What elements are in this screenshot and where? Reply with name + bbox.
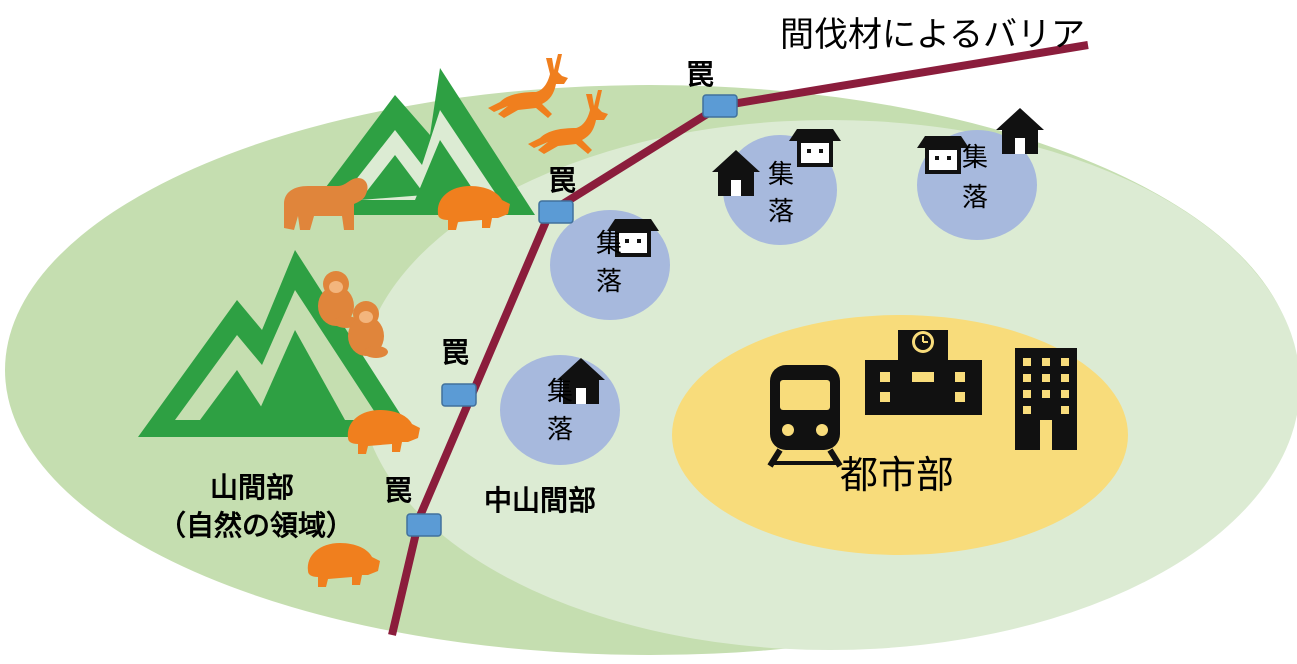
settlement-label: 落 — [547, 415, 573, 445]
mountain-icon — [305, 68, 535, 215]
school-icon — [865, 330, 982, 415]
settlement-label: 集 — [768, 160, 794, 190]
trap-label: 罠 — [441, 336, 469, 369]
settlement-circle — [500, 355, 620, 465]
mountain-zone-subtitle: （自然の領域） — [158, 509, 354, 542]
office-building-icon — [1015, 348, 1077, 450]
trap-icon — [441, 383, 477, 407]
settlement-label: 落 — [596, 267, 622, 297]
house-icon — [996, 108, 1044, 154]
barrier-label: 間伐材によるバリア — [780, 15, 1085, 55]
mountain-icon — [138, 250, 415, 437]
urban-zone-label: 都市部 — [840, 453, 954, 497]
trap-label: 罠 — [384, 474, 412, 507]
mountain-zone-title: 山間部 — [210, 471, 294, 504]
trap-icon — [538, 200, 574, 224]
settlement-label: 落 — [768, 197, 794, 227]
trap-icon — [702, 94, 738, 118]
trap-icon — [406, 513, 442, 537]
settlement-label: 落 — [962, 183, 988, 213]
trap-label: 罠 — [686, 58, 714, 91]
middle-zone-label: 中山間部 — [484, 484, 596, 517]
train-icon — [767, 365, 843, 468]
settlement-label: 集 — [596, 229, 622, 259]
settlement-label: 集 — [547, 377, 573, 407]
settlement-label: 集 — [962, 143, 988, 173]
trap-label: 罠 — [548, 164, 576, 197]
